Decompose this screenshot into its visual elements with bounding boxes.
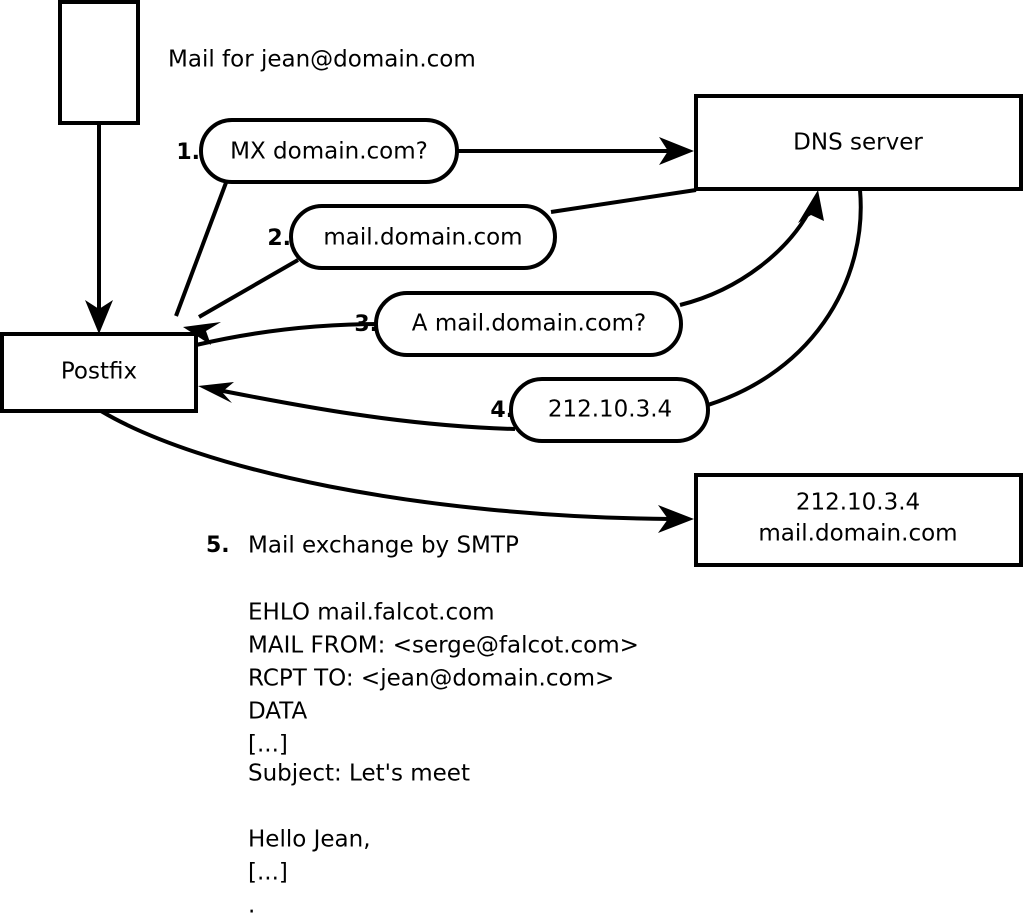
sender-box: [58, 0, 140, 125]
step-3-text: A mail.domain.com?: [412, 311, 646, 337]
smtp-line-0: EHLO mail.falcot.com: [248, 600, 495, 626]
edge-step3-to-dns: [679, 190, 824, 307]
smtp-session-transcript: EHLO mail.falcot.com MAIL FROM: <serge@f…: [248, 600, 639, 919]
edge-bubble1-tail: [174, 179, 229, 317]
edge-step4-to-postfix: [198, 382, 516, 431]
mail-for-note: Mail for jean@domain.com: [168, 47, 476, 73]
step-3-bubble: A mail.domain.com? 3.: [354, 291, 683, 357]
step-4-text: 212.10.3.4: [548, 397, 672, 423]
dns-server-box: DNS server: [694, 94, 1023, 191]
smtp-line-3: DATA: [248, 699, 308, 725]
step-2-bubble: mail.domain.com 2.: [267, 204, 557, 270]
edge-sender-to-postfix: [85, 123, 113, 334]
step-1-text: MX domain.com?: [230, 139, 428, 165]
edge-dns-to-step2: [550, 188, 697, 214]
step-2-number: 2.: [267, 226, 291, 251]
postfix-box: Postfix: [0, 332, 198, 413]
step-3-number: 3.: [354, 312, 378, 337]
edge-step1-to-dns: [457, 137, 694, 165]
mail-server-box: 212.10.3.4 mail.domain.com: [694, 473, 1023, 567]
dns-server-label: DNS server: [793, 130, 923, 156]
postfix-label: Postfix: [61, 359, 137, 385]
edge-step2-to-postfix: [183, 258, 299, 345]
step-5-number: 5.: [206, 533, 230, 558]
step-1-bubble: MX domain.com? 1.: [176, 118, 459, 184]
smtp-line-2: RCPT TO: <jean@domain.com>: [248, 666, 614, 692]
smtp-line-9: .: [248, 893, 255, 919]
smtp-line-5: Subject: Let's meet: [248, 761, 470, 787]
step-5-label: Mail exchange by SMTP: [248, 533, 519, 559]
mail-server-ip: 212.10.3.4: [796, 490, 920, 516]
edge-postfix-to-mailserver: [99, 409, 694, 533]
step-4-bubble: 212.10.3.4 4.: [490, 377, 710, 443]
step-4-number: 4.: [490, 398, 514, 423]
step-1-number: 1.: [176, 140, 200, 165]
step-2-text: mail.domain.com: [323, 225, 522, 251]
edge-postfix-to-step3: [195, 322, 382, 347]
smtp-line-4: [...]: [248, 732, 288, 758]
edge-dns-to-step4: [689, 189, 863, 412]
smtp-line-7: Hello Jean,: [248, 827, 371, 853]
smtp-line-1: MAIL FROM: <serge@falcot.com>: [248, 633, 639, 659]
mail-server-hostname: mail.domain.com: [758, 521, 957, 547]
smtp-line-8: [...]: [248, 860, 288, 886]
